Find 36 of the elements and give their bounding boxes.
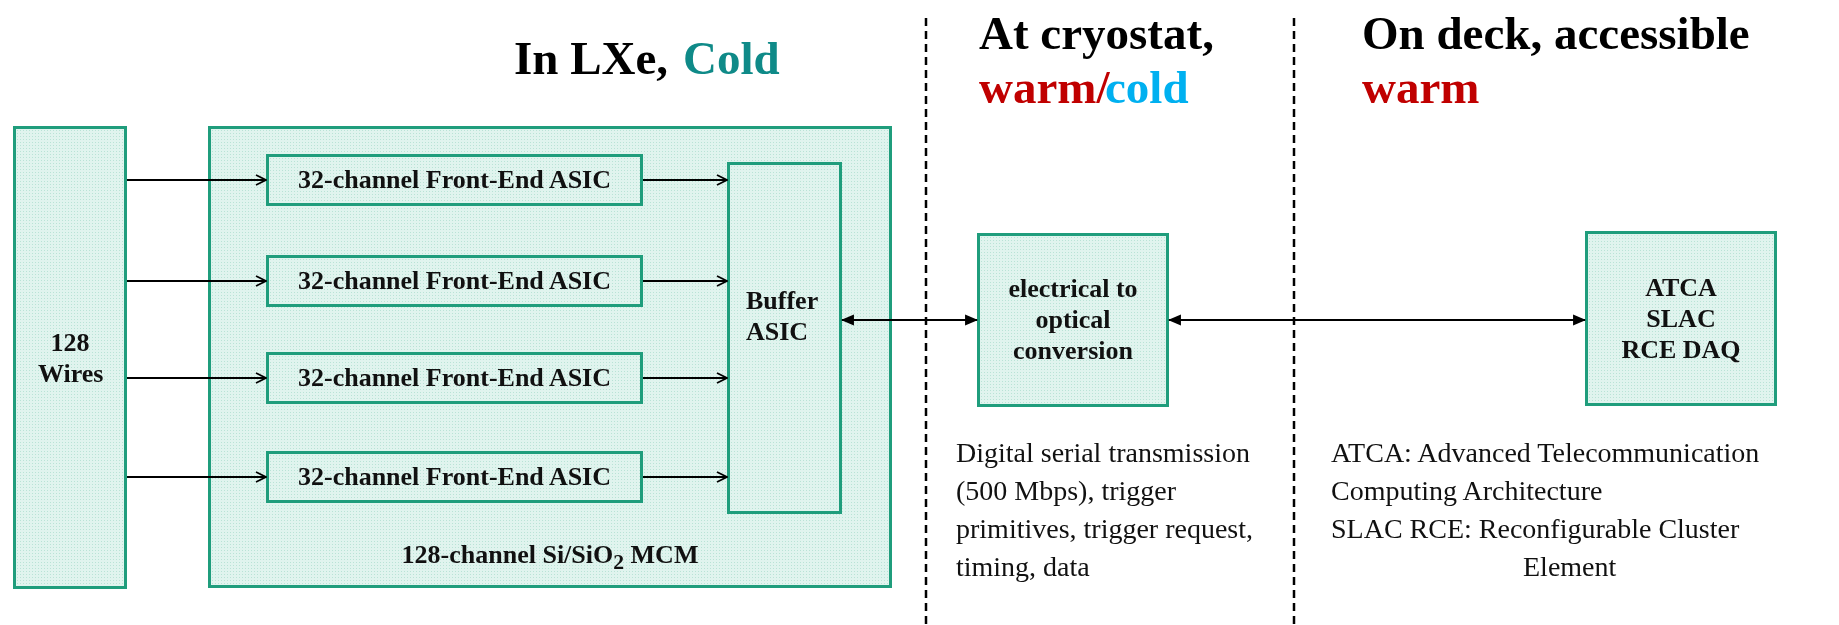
zone-heading: Cold bbox=[683, 33, 780, 85]
asic-box bbox=[266, 154, 643, 206]
zone-heading: warm bbox=[1362, 62, 1480, 114]
node-label: ATCA SLAC RCE DAQ bbox=[1620, 271, 1742, 366]
arrow bbox=[126, 471, 267, 483]
node-label: 32-channel Front-End ASIC bbox=[297, 265, 612, 297]
asic-box bbox=[266, 451, 643, 503]
node-label: 128-channel Si/SiO$_{2}$ MCM bbox=[400, 538, 700, 575]
arrow bbox=[642, 174, 728, 186]
node-label: 128 Wires bbox=[38, 326, 102, 389]
note-text: ATCA: Advanced Telecommunication Computing Architecture bbox=[1331, 436, 1761, 508]
arrow bbox=[126, 275, 267, 287]
note-text: SLAC RCE: Reconfigurable Cluster Element bbox=[1331, 512, 1741, 584]
arrow bbox=[1167, 314, 1587, 326]
zone-heading: At cryostat, bbox=[979, 8, 1214, 60]
zone-heading: In LXe, bbox=[514, 33, 669, 85]
wires-box bbox=[13, 126, 127, 589]
arrow bbox=[642, 471, 728, 483]
daq-box bbox=[1585, 231, 1777, 406]
zone-heading: On deck, accessible bbox=[1362, 8, 1750, 60]
arrow bbox=[840, 314, 979, 326]
arrow bbox=[126, 174, 267, 186]
node-label: Buffer ASIC bbox=[746, 285, 819, 348]
arrow bbox=[642, 275, 728, 287]
asic-box bbox=[266, 352, 643, 404]
arrow bbox=[642, 372, 728, 384]
node-label: 32-channel Front-End ASIC bbox=[297, 362, 612, 394]
node-label: 32-channel Front-End ASIC bbox=[297, 461, 612, 493]
converter-box bbox=[977, 233, 1169, 407]
node-label: 32-channel Front-End ASIC bbox=[297, 164, 612, 196]
arrow bbox=[126, 372, 267, 384]
note-text: Digital serial transmission (500 Mbps), trigger primitives, trigger request, timing, data bbox=[956, 436, 1255, 584]
node-label: electrical to optical conversion bbox=[1007, 273, 1139, 367]
module-box bbox=[208, 126, 892, 588]
asic-box bbox=[266, 255, 643, 307]
buffer-box bbox=[727, 162, 842, 514]
